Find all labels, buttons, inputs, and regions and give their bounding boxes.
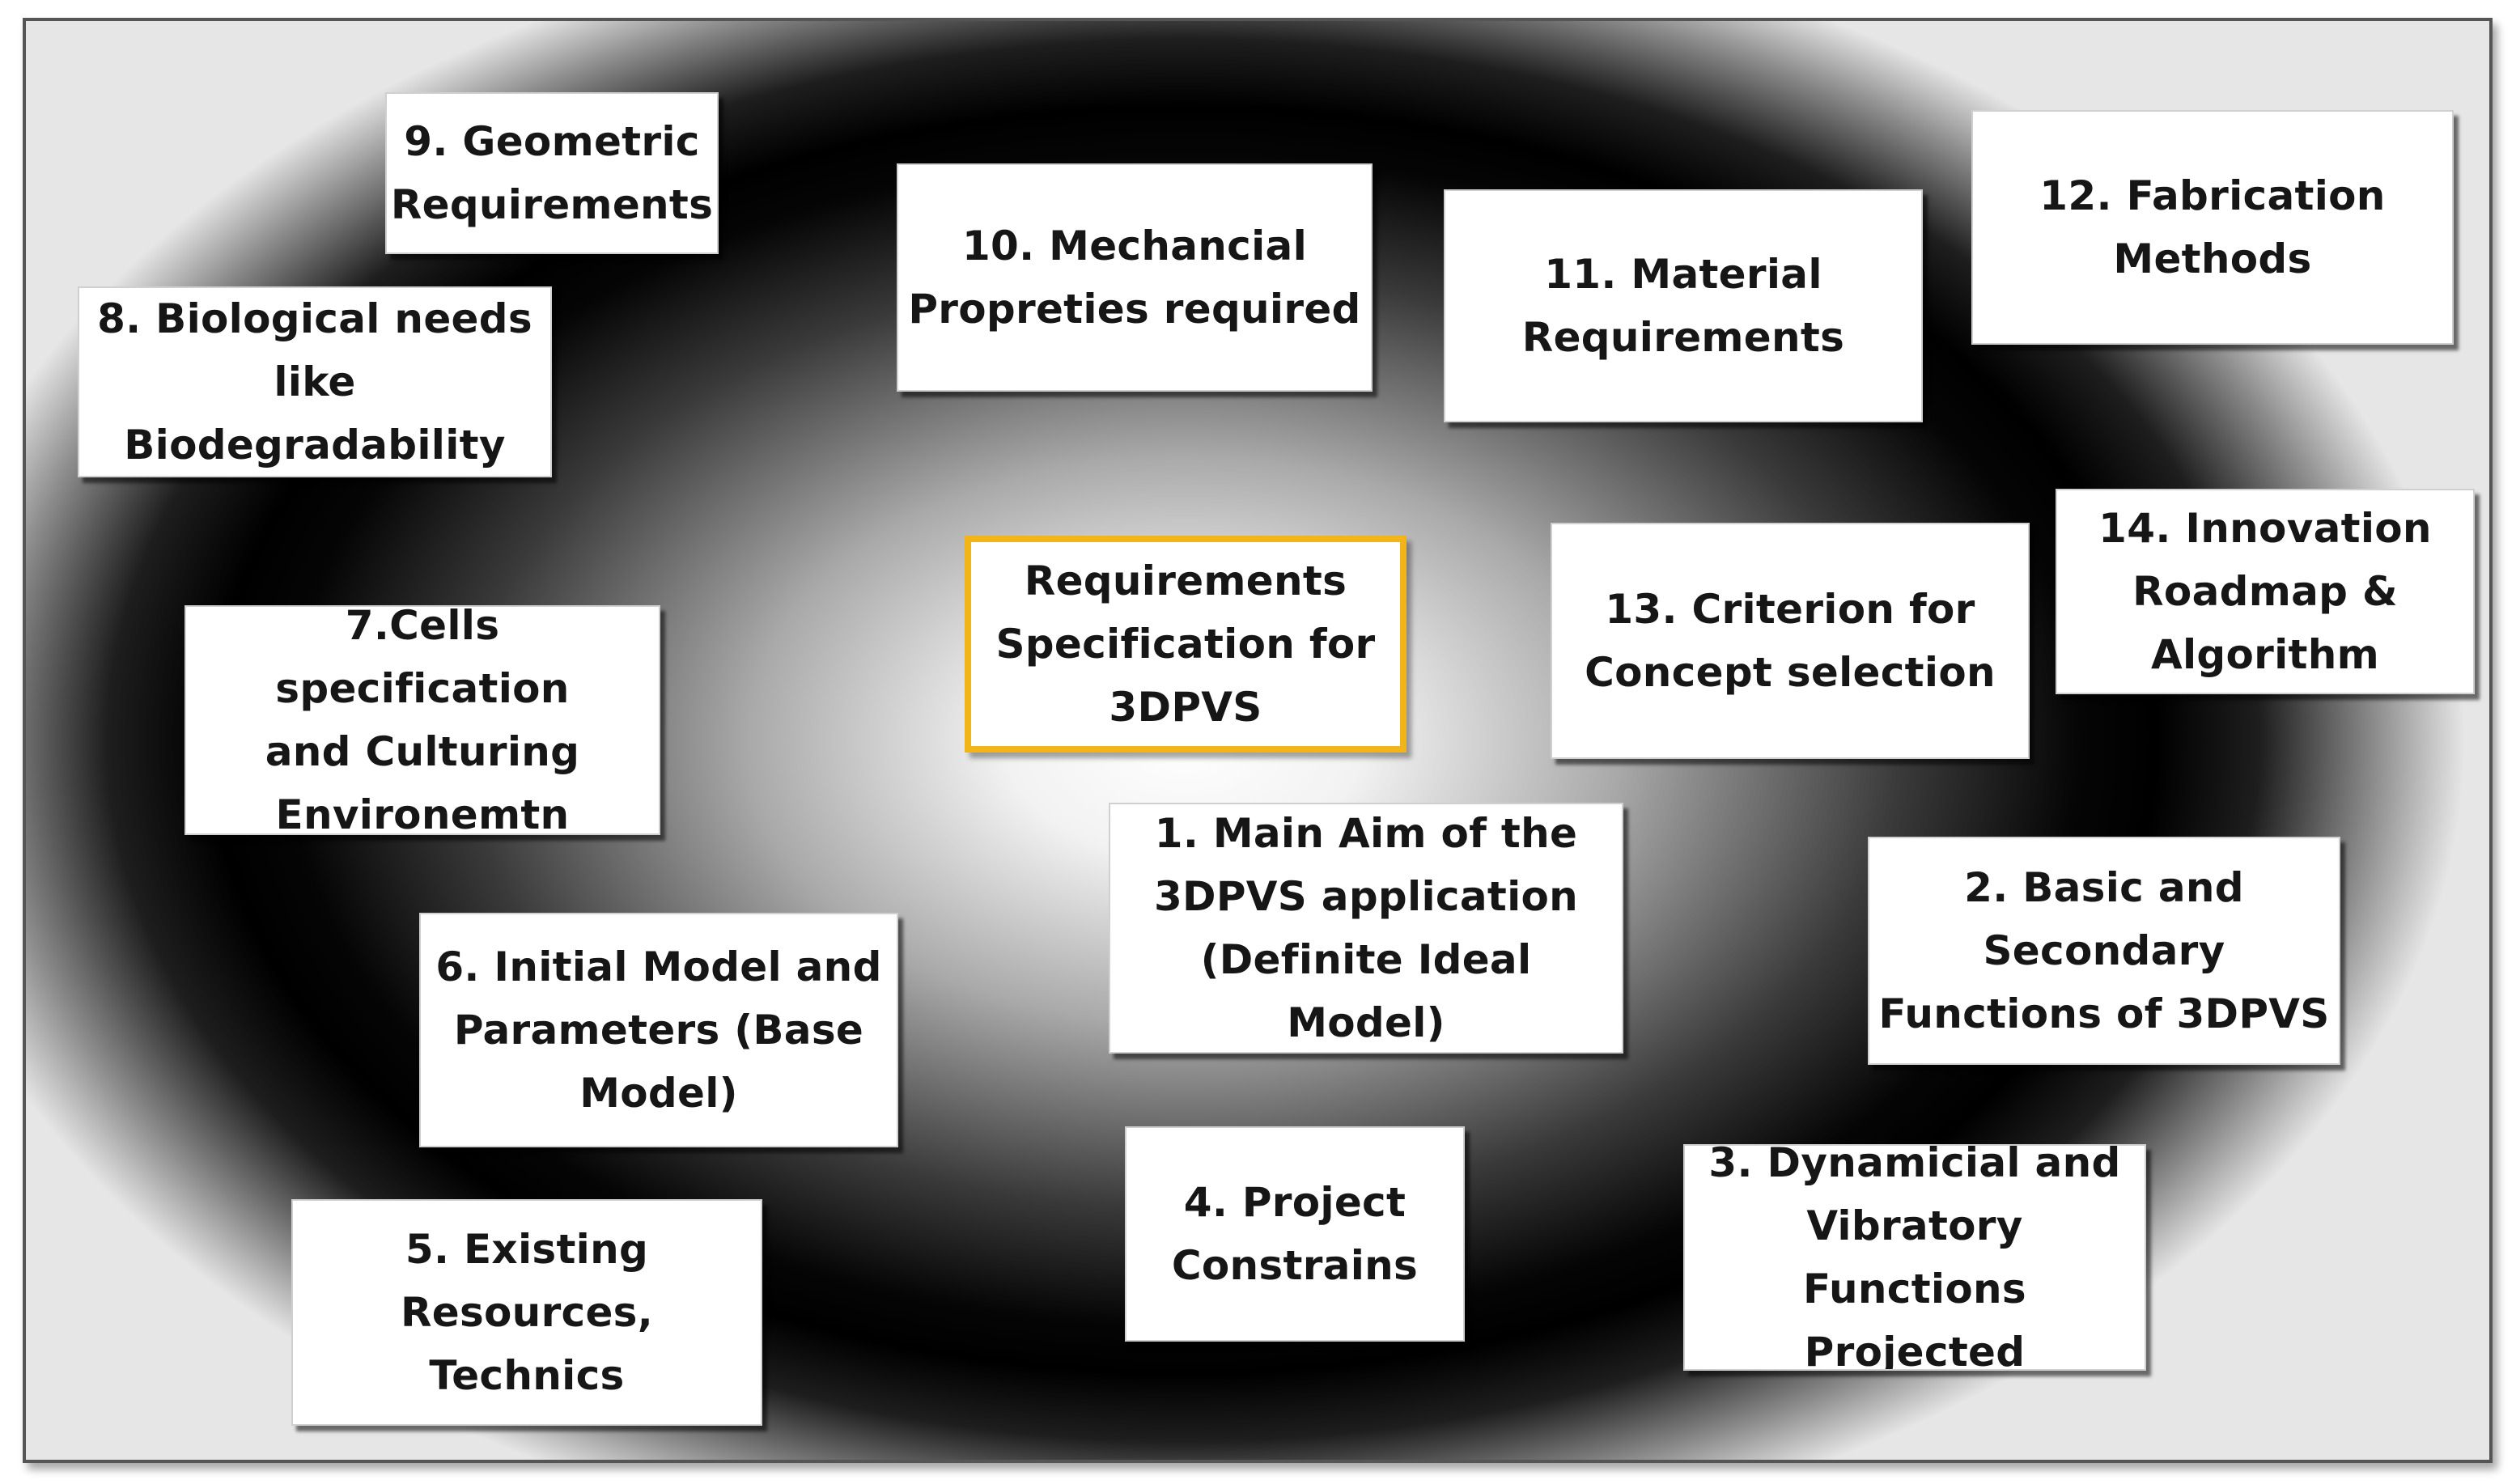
box-mechanical-properties: 10. Mechancial Propreties required [897, 163, 1373, 392]
box-geometric-requirements: 9. Geometric Requirements [385, 92, 719, 254]
box-main-aim: 1. Main Aim of the 3DPVS application (De… [1109, 803, 1623, 1054]
box-initial-model-parameters-label: 6. Initial Model and Parameters (Base Mo… [435, 943, 882, 1117]
box-initial-model-parameters: 6. Initial Model and Parameters (Base Mo… [419, 913, 898, 1147]
center-requirements-label: Requirements Specification for 3DPVS [995, 558, 1376, 731]
box-biological-needs-label: 8. Biological needs like Biodegradabilit… [97, 295, 532, 469]
box-mechanical-properties-label: 10. Mechancial Propreties required [908, 223, 1361, 333]
box-material-requirements: 11. Material Requirements [1444, 189, 1923, 422]
diagram-frame: Requirements Specification for 3DPVS 1. … [23, 18, 2493, 1463]
box-innovation-roadmap: 14. Innovation Roadmap & Algorithm [2056, 489, 2475, 694]
box-biological-needs: 8. Biological needs like Biodegradabilit… [78, 286, 552, 477]
box-dynamical-vibratory-functions-label: 3. Dynamicial and Vibratory Functions Pr… [1708, 1144, 2121, 1371]
box-cells-specification-label: 7.Cells specification and Culturing Envi… [265, 605, 580, 835]
box-concept-selection-criterion: 13. Criterion for Concept selection [1551, 523, 2030, 759]
box-basic-secondary-functions-label: 2. Basic and Secondary Functions of 3DPV… [1878, 864, 2330, 1037]
box-main-aim-label: 1. Main Aim of the 3DPVS application (De… [1153, 810, 1579, 1046]
box-material-requirements-label: 11. Material Requirements [1521, 251, 1845, 361]
box-dynamical-vibratory-functions: 3. Dynamicial and Vibratory Functions Pr… [1683, 1144, 2146, 1371]
box-fabrication-methods-label: 12. Fabrication Methods [2039, 172, 2386, 282]
box-project-constrains-label: 4. Project Constrains [1171, 1179, 1419, 1289]
box-innovation-roadmap-label: 14. Innovation Roadmap & Algorithm [2098, 505, 2432, 678]
center-requirements-box: Requirements Specification for 3DPVS [965, 536, 1406, 753]
box-cells-specification: 7.Cells specification and Culturing Envi… [185, 605, 660, 835]
box-concept-selection-criterion-label: 13. Criterion for Concept selection [1585, 586, 1996, 696]
box-existing-resources-label: 5. Existing Resources, Technics [400, 1226, 654, 1399]
box-existing-resources: 5. Existing Resources, Technics [291, 1199, 762, 1426]
box-basic-secondary-functions: 2. Basic and Secondary Functions of 3DPV… [1868, 837, 2340, 1065]
box-project-constrains: 4. Project Constrains [1125, 1126, 1465, 1342]
box-fabrication-methods: 12. Fabrication Methods [1971, 110, 2454, 345]
box-geometric-requirements-label: 9. Geometric Requirements [390, 118, 714, 228]
